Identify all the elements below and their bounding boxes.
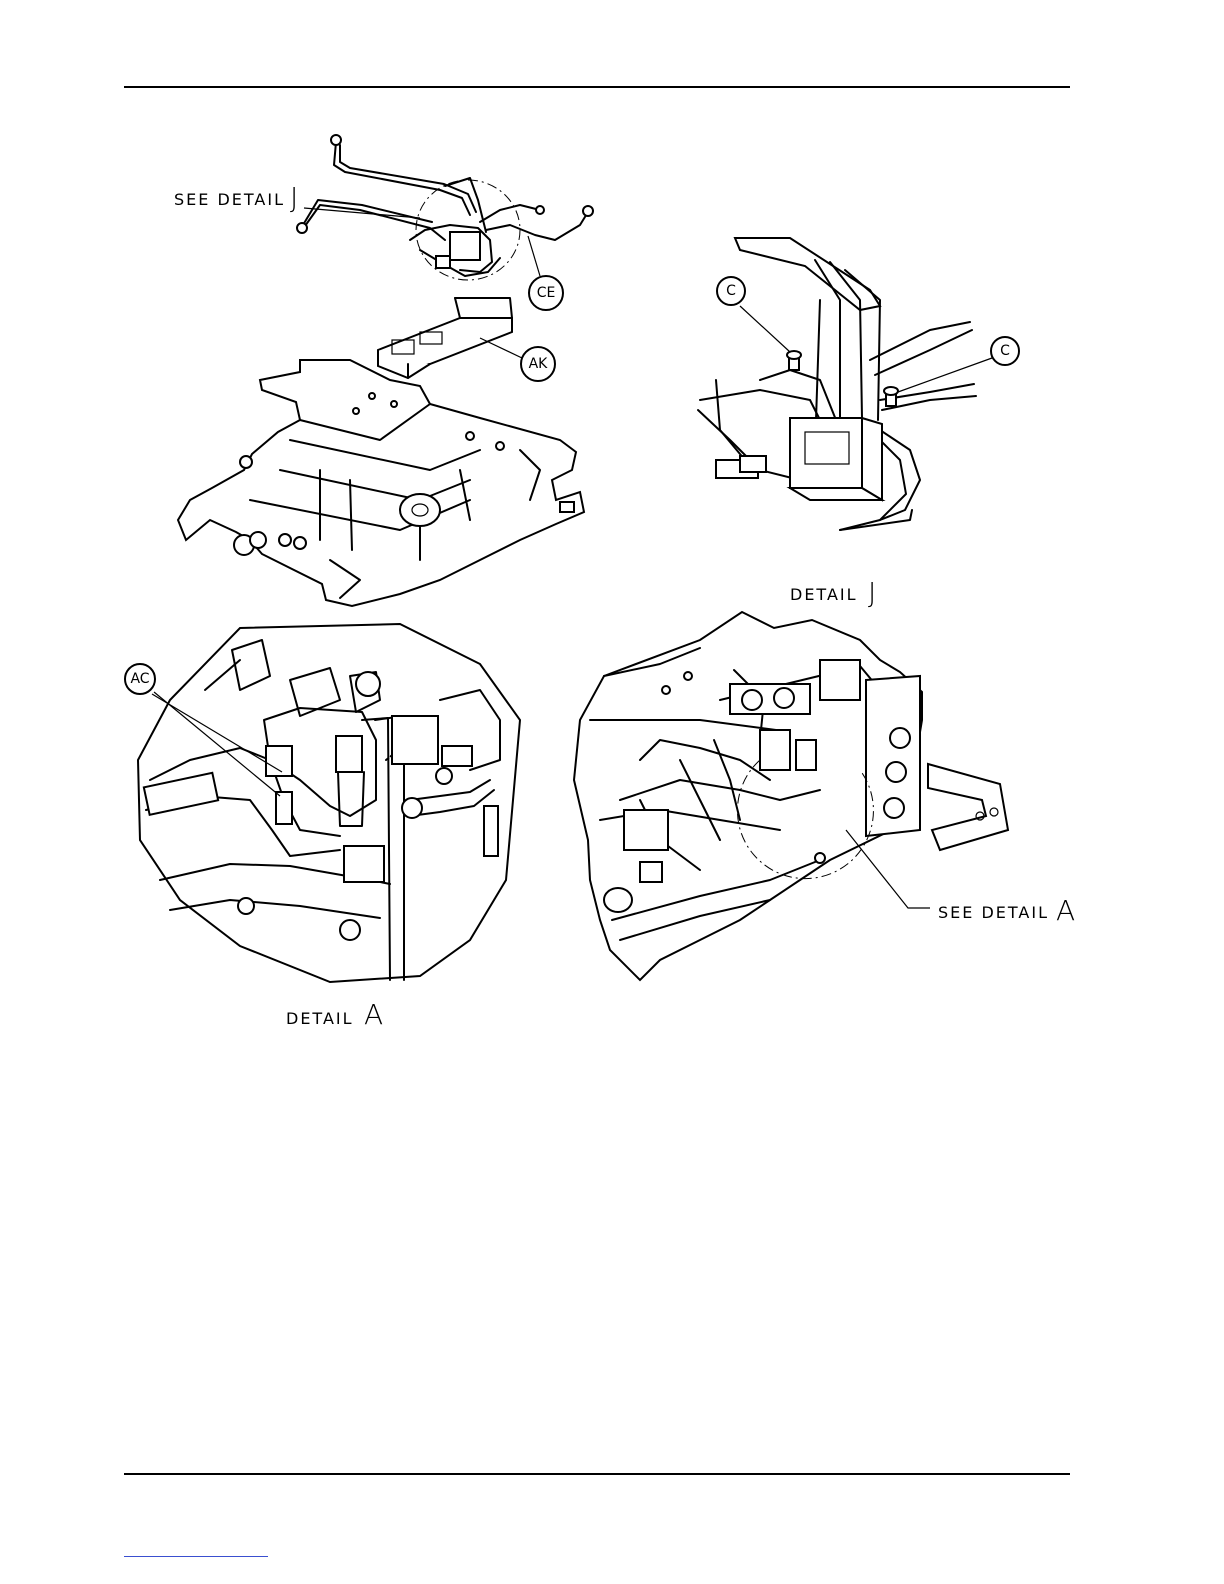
svg-text:AK: AK [529,356,549,372]
detail-a-letter: A [364,998,383,1031]
detail-a-label: DETAIL [286,1009,354,1028]
see-detail-j-letter: J [290,181,298,214]
see-detail-a-label: SEE DETAIL [938,903,1049,922]
exploded-assembly-view: SEE DETAIL J CE AK [174,135,593,606]
chassis-detail-view: SEE DETAIL A [574,612,1075,980]
callout-ak: AK [480,338,555,381]
see-detail-j-label: SEE DETAIL [174,190,285,209]
detail-j-label: DETAIL [790,585,858,604]
callout-ce: CE [528,236,563,310]
svg-text:C: C [726,283,736,299]
footer-link-underline[interactable] [124,1556,268,1557]
svg-text:AC: AC [130,671,149,687]
svg-text:C: C [1000,343,1010,359]
footer-rule [124,1473,1070,1475]
detail-j-view: C C DETAIL J [698,238,1019,609]
callout-c-right: C [898,337,1019,392]
base-chassis-drawing [178,360,584,606]
svg-text:CE: CE [537,285,556,301]
callout-c-left: C [717,277,790,352]
control-module-drawing [378,298,512,378]
see-detail-a-letter: A [1056,894,1075,927]
wire-harness-drawing [297,135,593,280]
detail-j-letter: J [868,576,876,609]
detail-a-view: AC DETAIL A [125,624,520,1031]
